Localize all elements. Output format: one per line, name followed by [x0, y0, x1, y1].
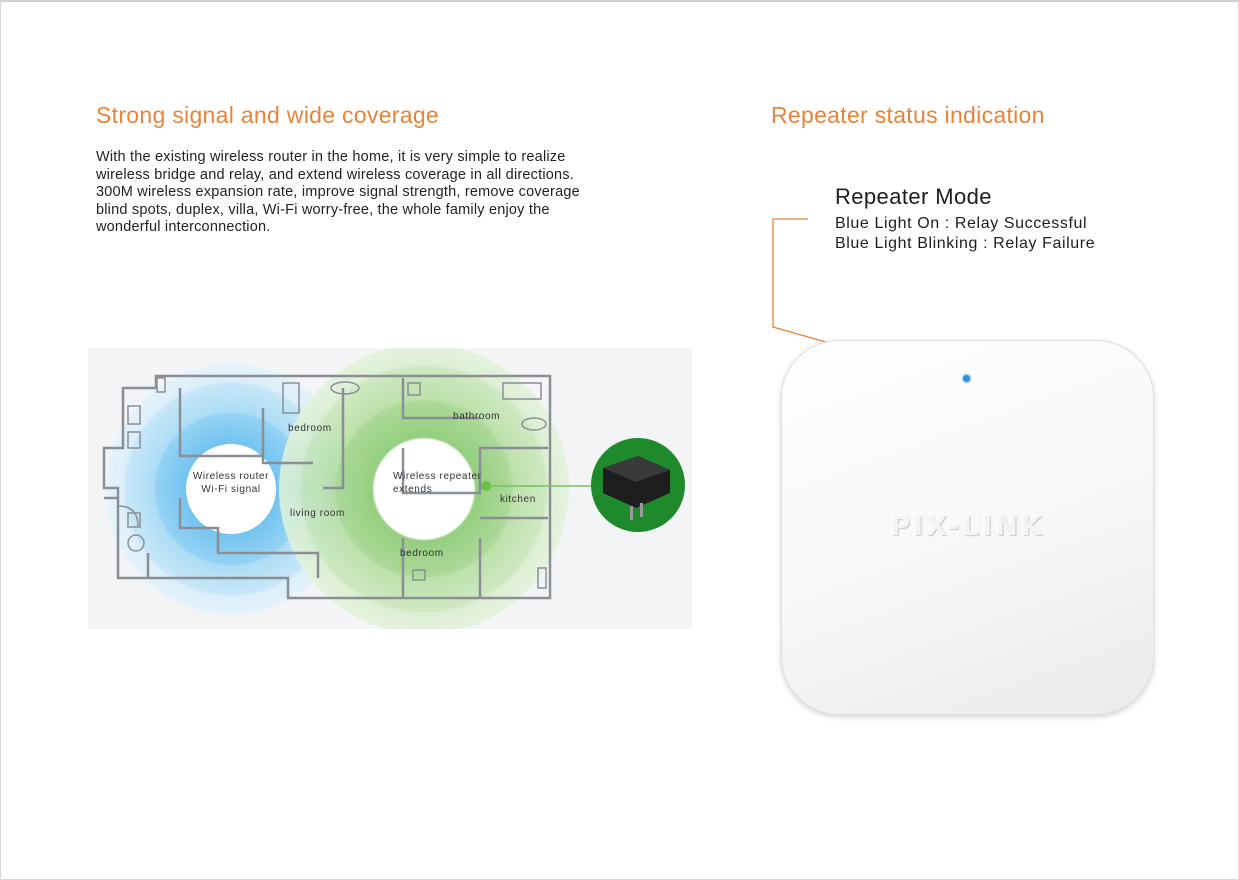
router-label-line-2: Wi-Fi signal	[201, 484, 260, 495]
room-label-bedroom: bedroom	[288, 423, 332, 434]
floorplan-walls	[102, 374, 552, 600]
room-label-kitchen: kitchen	[500, 494, 536, 505]
repeater-dot	[481, 481, 491, 491]
router-label-line-1: Wireless router	[193, 471, 269, 482]
repeater-device-photo	[603, 456, 670, 520]
coverage-description: With the existing wireless router in the…	[96, 149, 656, 237]
description-line: blind spots, duplex, villa, Wi-Fi worry-…	[96, 201, 550, 218]
room-label-bathroom: bathroom	[453, 411, 500, 422]
status-line-failure: Blue Light Blinking : Relay Failure	[835, 235, 1096, 252]
coverage-floorplan-illustration: Wireless router Wi-Fi signal Wireless re…	[88, 348, 692, 629]
repeater-label-line-1: Wireless repeater	[393, 471, 482, 482]
room-label-bedroom-2: bedroom	[400, 548, 444, 559]
coverage-heading: Strong signal and wide coverage	[96, 102, 440, 128]
repeater-center	[374, 439, 474, 539]
room-label-living-room: living room	[290, 508, 345, 519]
description-line: wonderful interconnection.	[96, 219, 271, 235]
repeater-label-line-2: extends	[393, 484, 432, 495]
router-center	[186, 444, 276, 534]
repeater-device-image: PIX-LINK	[781, 340, 1154, 715]
repeater-mode-title: Repeater Mode	[835, 184, 992, 209]
status-line-success: Blue Light On : Relay Successful	[835, 215, 1088, 232]
description-line: 300M wireless expansion rate, improve si…	[96, 184, 580, 200]
description-line: With the existing wireless router in the…	[96, 149, 566, 165]
description-line: wireless bridge and relay, and extend wi…	[96, 166, 574, 183]
status-heading: Repeater status indication	[771, 102, 1045, 128]
device-logo: PIX-LINK	[890, 511, 1045, 542]
status-led-icon	[963, 375, 970, 382]
floorplan-fixtures	[117, 377, 547, 589]
